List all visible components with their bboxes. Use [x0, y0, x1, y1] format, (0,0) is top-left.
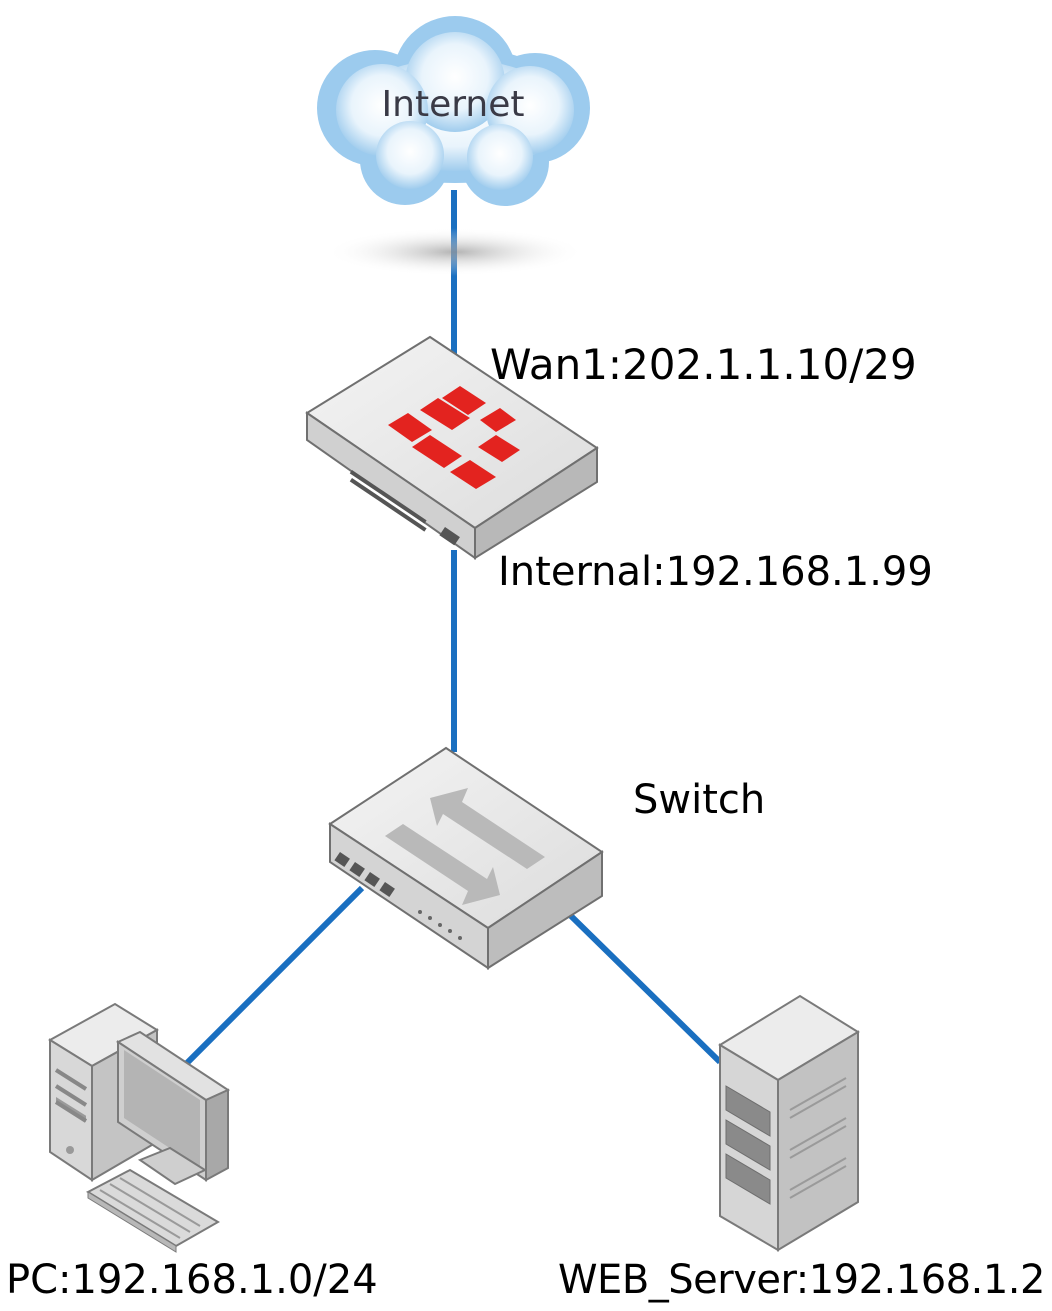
cloud-label: Internet	[382, 84, 525, 125]
switch-label: Switch	[633, 777, 766, 823]
pc-label: PC:192.168.1.0/24	[6, 1257, 378, 1303]
link-switch-pc	[175, 885, 365, 1075]
firewall-device-icon	[305, 335, 599, 560]
pc-workstation-icon	[48, 1002, 231, 1253]
switch-device-icon	[328, 746, 604, 970]
fortinet-logo-icon	[388, 386, 520, 489]
internet-cloud-icon: Internet	[317, 16, 590, 276]
wan-interface-label: Wan1:202.1.1.10/29	[490, 340, 917, 389]
switch-arrows-icon	[385, 788, 545, 905]
web-server-icon	[718, 994, 860, 1252]
internal-interface-label: Internal:192.168.1.99	[498, 549, 933, 595]
web-server-label: WEB_Server:192.168.1.2	[558, 1257, 1045, 1303]
link-switch-server	[567, 912, 723, 1065]
